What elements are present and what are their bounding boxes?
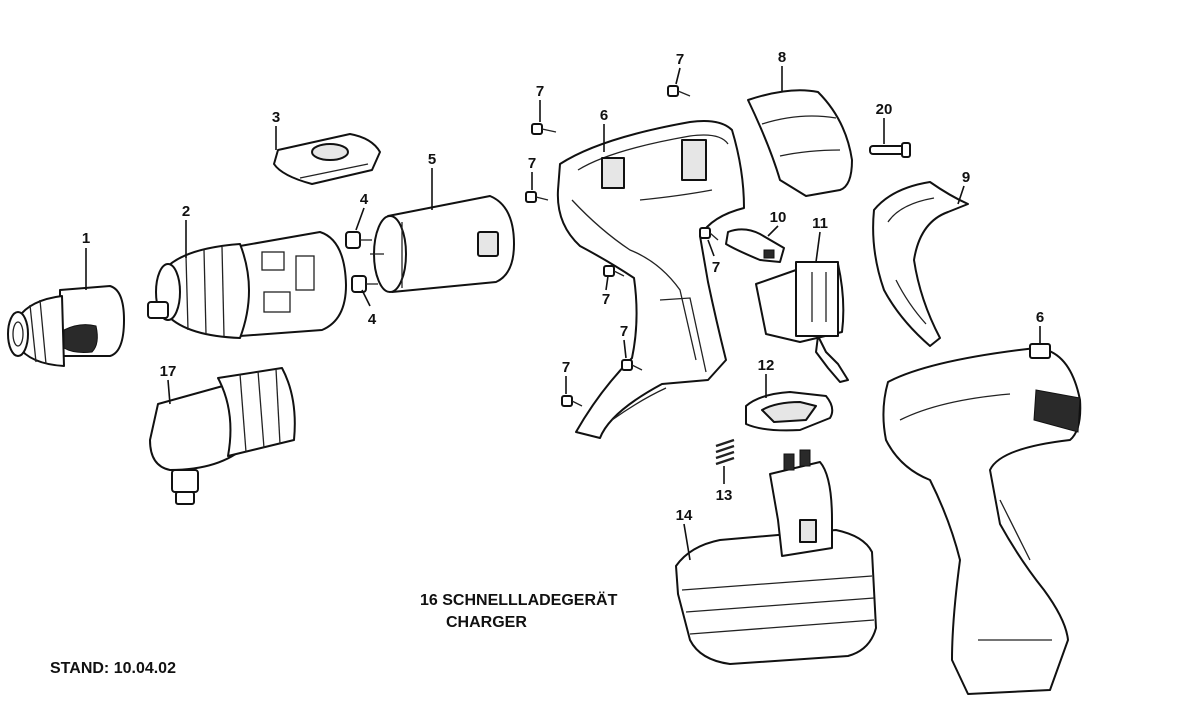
part-3-cover-plate (273, 133, 381, 185)
label-7-c: 7 (676, 51, 684, 68)
part-20-pin (869, 142, 911, 158)
label-7-d: 7 (712, 259, 720, 276)
part-11-switch (755, 261, 849, 383)
part-7-screw-a (531, 123, 557, 135)
label-1: 1 (82, 230, 90, 247)
part-13-spring (715, 438, 735, 466)
label-20: 20 (876, 101, 893, 118)
part-12-latch-frame (745, 391, 834, 432)
part-7-screw-g (561, 395, 583, 407)
part-8-cover (747, 89, 853, 197)
part-14-battery-pack (675, 449, 877, 665)
part-2-gearbox (147, 231, 347, 339)
part-number-labels: 1 2 3 4 4 5 6 6 7 7 7 7 7 7 7 8 9 10 11 … (82, 49, 1044, 524)
label-12: 12 (758, 357, 775, 374)
leader-lines (85, 66, 1041, 561)
label-8: 8 (778, 49, 786, 66)
part-1-chuck (7, 285, 125, 367)
label-13: 13 (716, 487, 733, 504)
label-4-upper: 4 (360, 191, 369, 208)
label-6-upper: 6 (600, 107, 608, 124)
label-7-a: 7 (536, 83, 544, 100)
label-7-f: 7 (620, 323, 628, 340)
part-7-screw-e (603, 265, 625, 277)
part-17-angle-attachment (149, 367, 296, 505)
part-6-housing-left-half (556, 120, 745, 439)
label-7-e: 7 (602, 291, 610, 308)
label-5: 5 (428, 151, 436, 168)
part-7-screw-b (525, 191, 549, 203)
part-5-motor (370, 195, 515, 293)
label-3: 3 (272, 109, 280, 126)
label-10: 10 (770, 209, 787, 226)
part-4-screw-upper (345, 231, 372, 249)
label-14: 14 (676, 507, 693, 524)
charger-label-line1: 16 SCHNELLLADEGERÄT (420, 592, 618, 609)
part-10-switch-lever (725, 228, 785, 263)
label-2: 2 (182, 203, 190, 220)
charger-label-line2: CHARGER (446, 614, 527, 631)
part-4-screw-lower (351, 275, 378, 293)
part-7-screw-d (699, 227, 719, 241)
label-6-right: 6 (1036, 309, 1044, 326)
part-7-screw-f (621, 359, 643, 371)
label-4-lower: 4 (368, 311, 377, 328)
part-7-screw-c (667, 85, 691, 97)
label-11: 11 (812, 215, 828, 232)
label-17: 17 (160, 363, 177, 380)
part-9-side-cover (872, 181, 969, 347)
label-9: 9 (962, 169, 970, 186)
part-6-housing-assembled (882, 343, 1082, 695)
label-7-b: 7 (528, 155, 536, 172)
label-7-g: 7 (562, 359, 570, 376)
stand-date-label: STAND: 10.04.02 (50, 660, 176, 677)
